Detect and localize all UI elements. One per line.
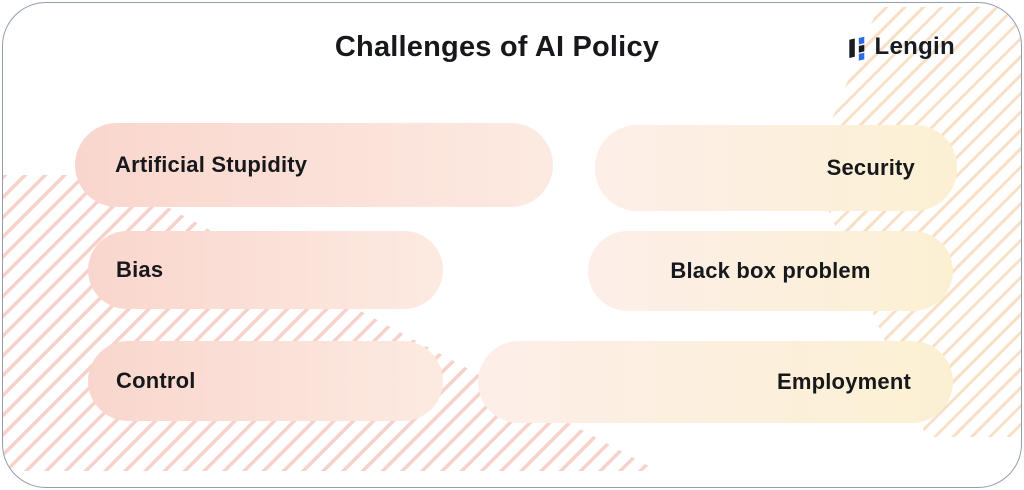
pill-employment: Employment	[478, 341, 953, 423]
pill-security: Security	[595, 125, 957, 211]
pill-label: Artificial Stupidity	[115, 152, 308, 177]
pill-label: Employment	[776, 369, 911, 394]
lengin-logo-icon	[848, 36, 864, 61]
pill-label: Security	[826, 155, 915, 180]
logo-text: Lengin	[874, 33, 955, 60]
pill-artificial-stupidity: Artificial Stupidity	[75, 123, 553, 207]
pill-black-box-problem: Black box problem	[588, 231, 953, 311]
diagonal-stripes-decoration-left	[3, 175, 658, 471]
pill-label: Control	[116, 368, 196, 393]
page-title: Challenges of AI Policy	[334, 31, 660, 63]
logo: Lengin	[846, 33, 955, 61]
pill-control: Control	[88, 341, 443, 421]
pill-bias: Bias	[88, 231, 443, 309]
pill-label: Bias	[116, 257, 164, 282]
pill-label: Black box problem	[670, 258, 871, 283]
